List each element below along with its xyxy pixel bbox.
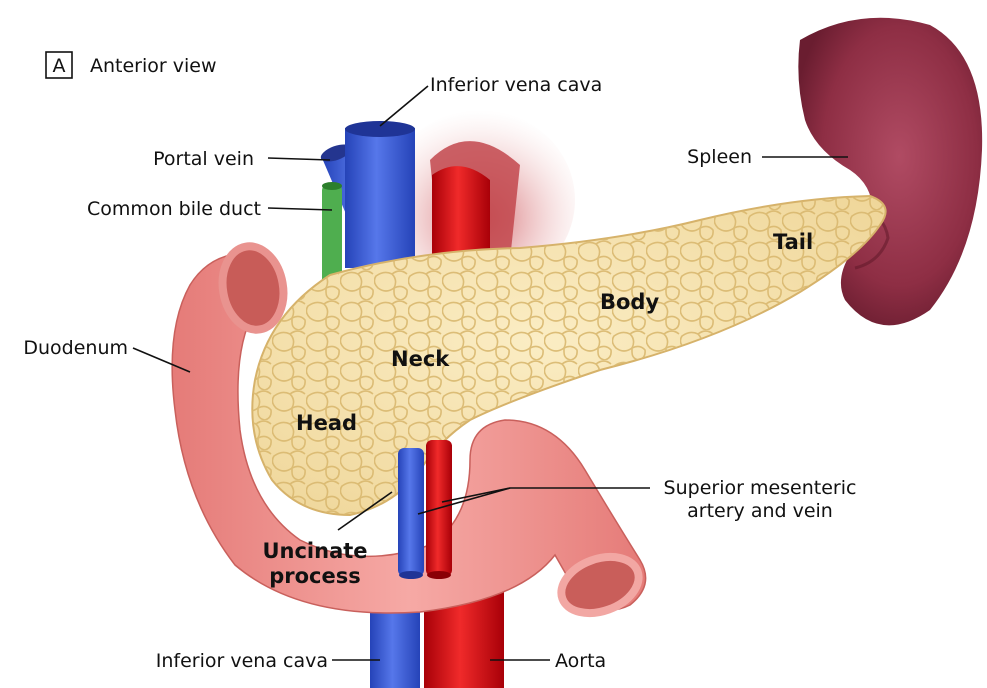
panel-letter: A <box>53 55 66 77</box>
smv-opening <box>399 571 423 579</box>
label-ivc-bottom: Inferior vena cava <box>156 650 328 672</box>
region-uncinate-line2: process <box>269 564 361 588</box>
ivc-upper <box>345 128 415 268</box>
sma-opening <box>427 571 451 579</box>
leader-ivc-top <box>380 86 428 126</box>
region-neck: Neck <box>391 347 450 371</box>
ivc-upper-opening <box>345 121 415 137</box>
region-body: Body <box>600 290 659 314</box>
panel-header: A Anterior view <box>46 52 217 78</box>
label-common-bile-duct: Common bile duct <box>87 198 261 220</box>
bile-duct-opening <box>322 182 342 190</box>
label-sma-line2: artery and vein <box>687 500 833 522</box>
label-spleen: Spleen <box>687 146 752 168</box>
common-bile-duct <box>322 185 342 285</box>
label-duodenum: Duodenum <box>23 337 128 359</box>
leader-portal-vein <box>268 158 330 160</box>
spleen <box>798 18 982 326</box>
label-ivc-top: Inferior vena cava <box>430 74 602 96</box>
label-portal-vein: Portal vein <box>153 148 254 170</box>
region-uncinate-line1: Uncinate <box>262 539 367 563</box>
panel-title: Anterior view <box>90 55 217 77</box>
region-head: Head <box>296 411 357 435</box>
superior-mesenteric-vein <box>398 448 424 576</box>
region-tail: Tail <box>773 230 813 254</box>
label-sma-line1: Superior mesenteric <box>664 477 857 499</box>
label-aorta: Aorta <box>555 650 606 672</box>
